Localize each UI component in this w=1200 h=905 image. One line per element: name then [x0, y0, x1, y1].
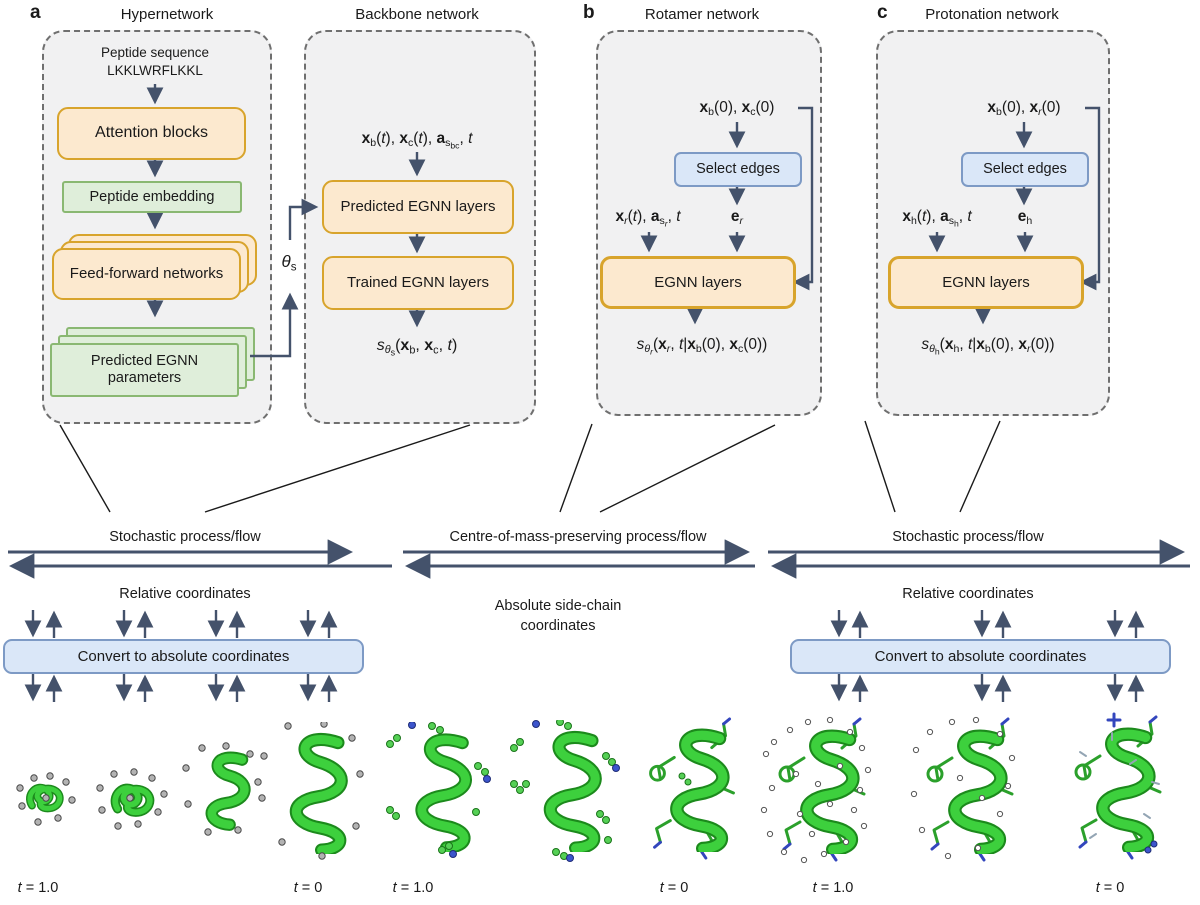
attention-blocks-box: Attention blocks [57, 107, 246, 160]
left-process-flow-label: Stochastic process/flow [109, 529, 261, 545]
timeline-label-1: t = 1.0 [17, 880, 59, 896]
protonation-input-formula: xb(0), xr(0) [987, 99, 1061, 119]
peptide-sequence-value: LKKLWRFLKKL [107, 63, 203, 78]
hydrogen-ticks [1079, 732, 1160, 839]
rotamer-egnn-layers-box: EGNN layers [600, 256, 796, 309]
timeline-label-3: t = 1.0 [392, 880, 434, 896]
panel-backbone-title: Backbone network [355, 6, 479, 23]
convert-absolute-left-box: Convert to absolute coordinates [3, 639, 364, 674]
protein-structure-7 [649, 717, 736, 860]
panel-a-tag: a [30, 2, 41, 23]
protonation-output-formula: sθh(xh, t|xb(0), xr(0)) [921, 336, 1055, 357]
protein-structure-2 [96, 768, 168, 830]
panel-b-tag: b [583, 2, 595, 23]
noise-dots [258, 722, 364, 860]
protein-structure-10 [1074, 712, 1162, 860]
panel-b-title: Rotamer network [644, 6, 760, 23]
rotamer-output-formula: sθr(xr, t|xb(0), xc(0)) [636, 336, 768, 357]
rotamer-select-edges-box: Select edges [674, 152, 802, 187]
protonation-egnn-layers-box: EGNN layers [888, 256, 1084, 309]
protein-structure-5 [386, 722, 491, 858]
protonation-left-formula: xh(t), ash, t [902, 208, 972, 229]
protein-structure-3 [182, 742, 262, 836]
backbone-input-formula: xb(t), xc(t), asbc, t [361, 130, 473, 151]
timeline-label-5: t = 1.0 [812, 880, 854, 896]
mid-coordinates-label-line2: coordinates [520, 618, 596, 634]
rotamer-left-formula: xr(t), asr, t [615, 208, 681, 229]
protein-structure-1 [16, 772, 76, 826]
convert-absolute-right-box: Convert to absolute coordinates [790, 639, 1171, 674]
diagonal-leader-lines [59, 420, 1001, 513]
mid-coordinates-label-line1: Absolute side-chain [494, 598, 622, 614]
peptide-sequence-label: Peptide sequence [100, 45, 210, 60]
noise-dots [182, 742, 262, 836]
panel-c-protonation-network [876, 30, 1110, 416]
mid-process-flow-label: Centre-of-mass-preserving process/flow [449, 529, 707, 545]
feed-forward-networks-box: Feed-forward networks [52, 248, 241, 300]
timeline-label-4: t = 0 [659, 880, 689, 896]
panel-b-rotamer-network [596, 30, 822, 416]
protein-structure-6 [510, 720, 620, 862]
noise-dots [386, 722, 491, 858]
rotamer-input-formula: xb(0), xc(0) [699, 99, 775, 119]
right-relative-coordinates-label: Relative coordinates [902, 586, 1034, 602]
protein-structure-8 [760, 716, 872, 864]
theta-s-label: θs [281, 252, 297, 274]
timeline-label-2: t = 0 [293, 880, 323, 896]
protein-structure-4 [258, 722, 364, 860]
timeline-label-6: t = 0 [1095, 880, 1125, 896]
protonation-select-edges-box: Select edges [961, 152, 1089, 187]
process-flow-arrows [8, 539, 1190, 579]
protonated-amine-icon [1106, 712, 1158, 854]
noise-dots [678, 772, 692, 786]
protein-structure-9 [910, 716, 1016, 862]
trained-egnn-layers-box: Trained EGNN layers [322, 256, 514, 310]
protonation-edge-formula: eh [1017, 208, 1033, 228]
noise-dots [760, 716, 872, 864]
predicted-egnn-layers-box: Predicted EGNN layers [322, 180, 514, 234]
panel-c-tag: c [877, 2, 888, 23]
noise-dots [96, 768, 168, 830]
noise-dots [910, 716, 1016, 860]
peptide-embedding-box: Peptide embedding [62, 181, 242, 213]
backbone-output-formula: sθs(xb, xc, t) [376, 337, 458, 358]
noise-dots [16, 772, 76, 826]
panel-a-title: Hypernetwork [120, 6, 214, 23]
left-relative-coordinates-label: Relative coordinates [119, 586, 251, 602]
right-process-flow-label: Stochastic process/flow [892, 529, 1044, 545]
panel-c-title: Protonation network [925, 6, 1059, 23]
noise-dots [510, 720, 620, 862]
rotamer-edge-formula: er [730, 208, 744, 228]
